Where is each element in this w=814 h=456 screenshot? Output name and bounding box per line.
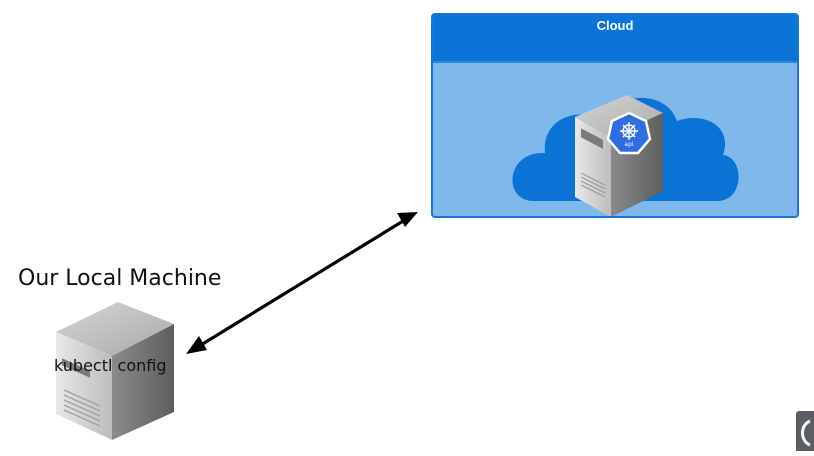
cloud-panel: Cloud	[431, 13, 799, 218]
local-machine-title: Our Local Machine	[18, 266, 222, 291]
local-server-icon	[56, 302, 174, 440]
api-server-badge: api	[624, 141, 633, 148]
cloud-illustration: api	[512, 95, 739, 216]
cloud-title: Cloud	[596, 18, 634, 33]
kubectl-config-label: kubectl config	[54, 356, 167, 375]
cloud-header: Cloud	[433, 15, 797, 63]
corner-logo-icon	[796, 411, 814, 451]
kubernetes-logo-icon: api	[606, 111, 652, 155]
